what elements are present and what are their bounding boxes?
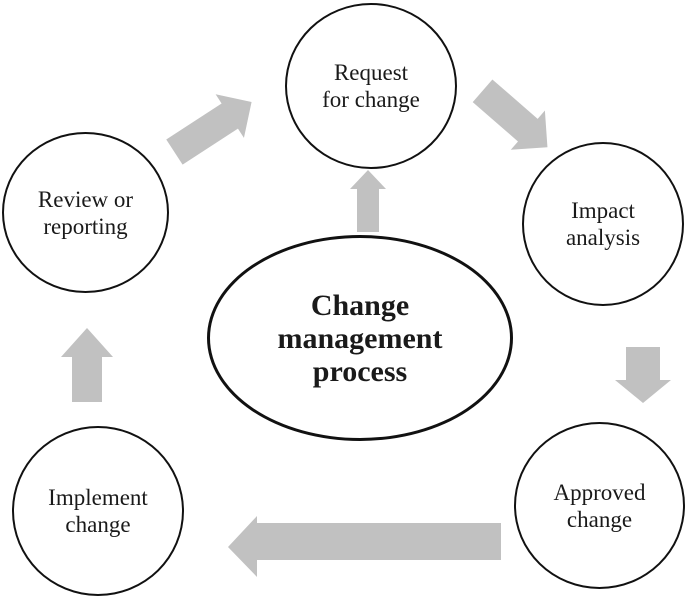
arrow-center-to-request-icon <box>350 170 386 232</box>
node-impact-analysis: Impact analysis <box>522 142 684 306</box>
node-implement-change-label: Implement change <box>48 485 148 537</box>
arrow-implement-to-review-icon <box>61 328 113 402</box>
arrow-impact-to-approved-icon <box>615 347 671 403</box>
node-impact-analysis-label: Impact analysis <box>565 198 641 250</box>
node-change-management-process: Change management process <box>207 235 513 441</box>
arrow-approved-to-implement-icon <box>228 516 501 577</box>
node-request-for-change-label: Request for change <box>322 60 420 112</box>
node-implement-change: Implement change <box>12 426 184 596</box>
node-change-management-process-label: Change management process <box>277 288 443 388</box>
node-review-or-reporting-label: Review or reporting <box>37 186 134 239</box>
arrow-request-to-impact-icon <box>472 79 548 150</box>
node-review-or-reporting: Review or reporting <box>2 132 169 293</box>
node-approved-change: Approved change <box>514 422 685 589</box>
node-approved-change-label: Approved change <box>553 479 646 532</box>
node-request-for-change: Request for change <box>285 3 457 169</box>
arrow-review-to-request-icon <box>166 94 252 165</box>
